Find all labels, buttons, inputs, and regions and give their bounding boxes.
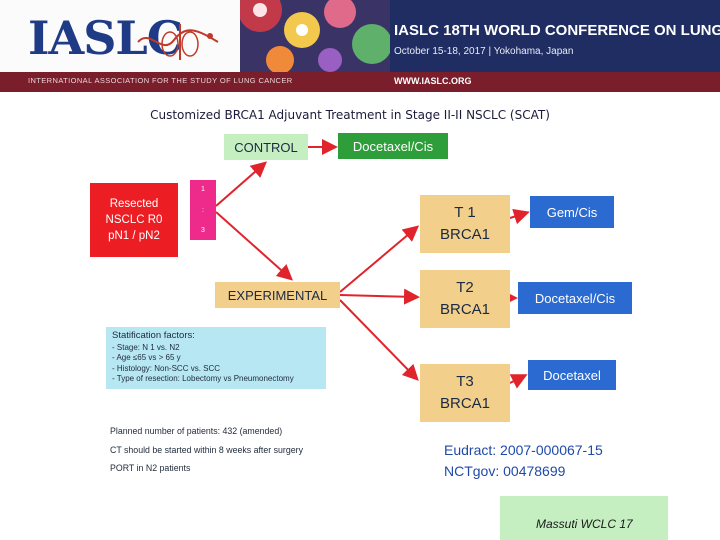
ratio-part-1: 1: [201, 186, 205, 193]
conference-banner: IASLC INTERNATIONAL ASSOCIATION FOR THE …: [0, 0, 720, 92]
stratification-item: - Age ≤65 vs > 65 y: [112, 353, 181, 362]
t3-label: T3: [456, 373, 474, 390]
arrow-t1-to-gem-cis: [509, 208, 530, 225]
t1-brca1-label: BRCA1: [439, 226, 491, 243]
eudract-id: Eudract: 2007-000067-15: [444, 442, 603, 458]
arrow-rand-to-experimental: [215, 211, 293, 281]
t2-brca1-box: T2 BRCA1: [420, 270, 510, 328]
arrow-experimental-to-t1: [339, 225, 420, 293]
stratification-item: - Stage: N 1 vs. N2: [112, 342, 180, 352]
note-ct-timing: CT should be started within 8 weeks afte…: [110, 445, 303, 455]
t2-treatment-box: Docetaxel/Cis: [518, 282, 632, 314]
stratification-item: - Type of resection: Lobectomy vs Pneumo…: [112, 374, 294, 383]
arrow-rand-to-control: [215, 161, 268, 207]
t1-brca1-box: T 1 BRCA1: [420, 195, 510, 253]
stratification-item: - Histology: Non-SCC vs. SCC: [112, 363, 221, 373]
note-planned-patients: Planned number of patients: 432 (amended…: [110, 426, 283, 436]
citation-text: Massuti WCLC 17: [536, 517, 633, 531]
t3-brca1-label: BRCA1: [439, 395, 491, 412]
conference-title: IASLC 18TH WORLD CONFERENCE ON LUNG CANC…: [394, 22, 720, 39]
stratification-box: Statification factors: - Stage: N 1 vs. …: [106, 327, 326, 389]
note-port: PORT in N2 patients: [110, 463, 191, 473]
control-arm-box: CONTROL: [224, 134, 308, 160]
citation-badge: [500, 496, 668, 540]
randomization-ratio-box: 1 : 3: [190, 180, 216, 240]
logo-stripe: [0, 72, 720, 92]
t2-brca1-label: BRCA1: [439, 301, 491, 318]
resected-line-2: NSCLC R0: [105, 214, 163, 226]
registry-ids: Eudract: 2007-000067-15 NCTgov: 00478699: [444, 440, 603, 482]
t3-brca1-box: T3 BRCA1: [420, 364, 510, 422]
arrow-experimental-to-t3: [339, 299, 419, 381]
t1-label: T 1: [454, 204, 476, 221]
conference-dates: October 15-18, 2017 | Yokohama, Japan: [394, 46, 574, 57]
ratio-part-2: 3: [201, 227, 205, 234]
resected-line-3: pN1 / pN2: [108, 230, 160, 242]
t3-treatment-box: Docetaxel: [528, 360, 616, 390]
slide-title: Customized BRCA1 Adjuvant Treatment in S…: [150, 108, 550, 122]
t2-label: T2: [456, 279, 474, 296]
t1-treatment-box: Gem/Cis: [530, 196, 614, 228]
conference-url[interactable]: WWW.IASLC.ORG: [394, 76, 472, 86]
arrow-t3-to-docetaxel: [509, 374, 528, 389]
floral-decoration-icon: [240, 0, 390, 72]
resected-line-1: Resected: [109, 198, 159, 210]
iaslc-logo-text: IASLC: [28, 11, 183, 65]
ratio-separator: :: [202, 206, 204, 214]
nctgov-id: NCTgov: 00478699: [444, 463, 566, 479]
resected-population-box: Resected NSCLC R0 pN1 / pN2: [90, 183, 178, 257]
arrow-experimental-to-t2: [339, 288, 420, 305]
iaslc-subtitle: INTERNATIONAL ASSOCIATION FOR THE STUDY …: [28, 76, 293, 85]
lung-emblem-icon: [137, 24, 219, 60]
stratification-title: Statification factors:: [112, 330, 195, 341]
control-treatment-box: Docetaxel/Cis: [338, 133, 448, 159]
experimental-arm-box: EXPERIMENTAL: [215, 282, 340, 308]
